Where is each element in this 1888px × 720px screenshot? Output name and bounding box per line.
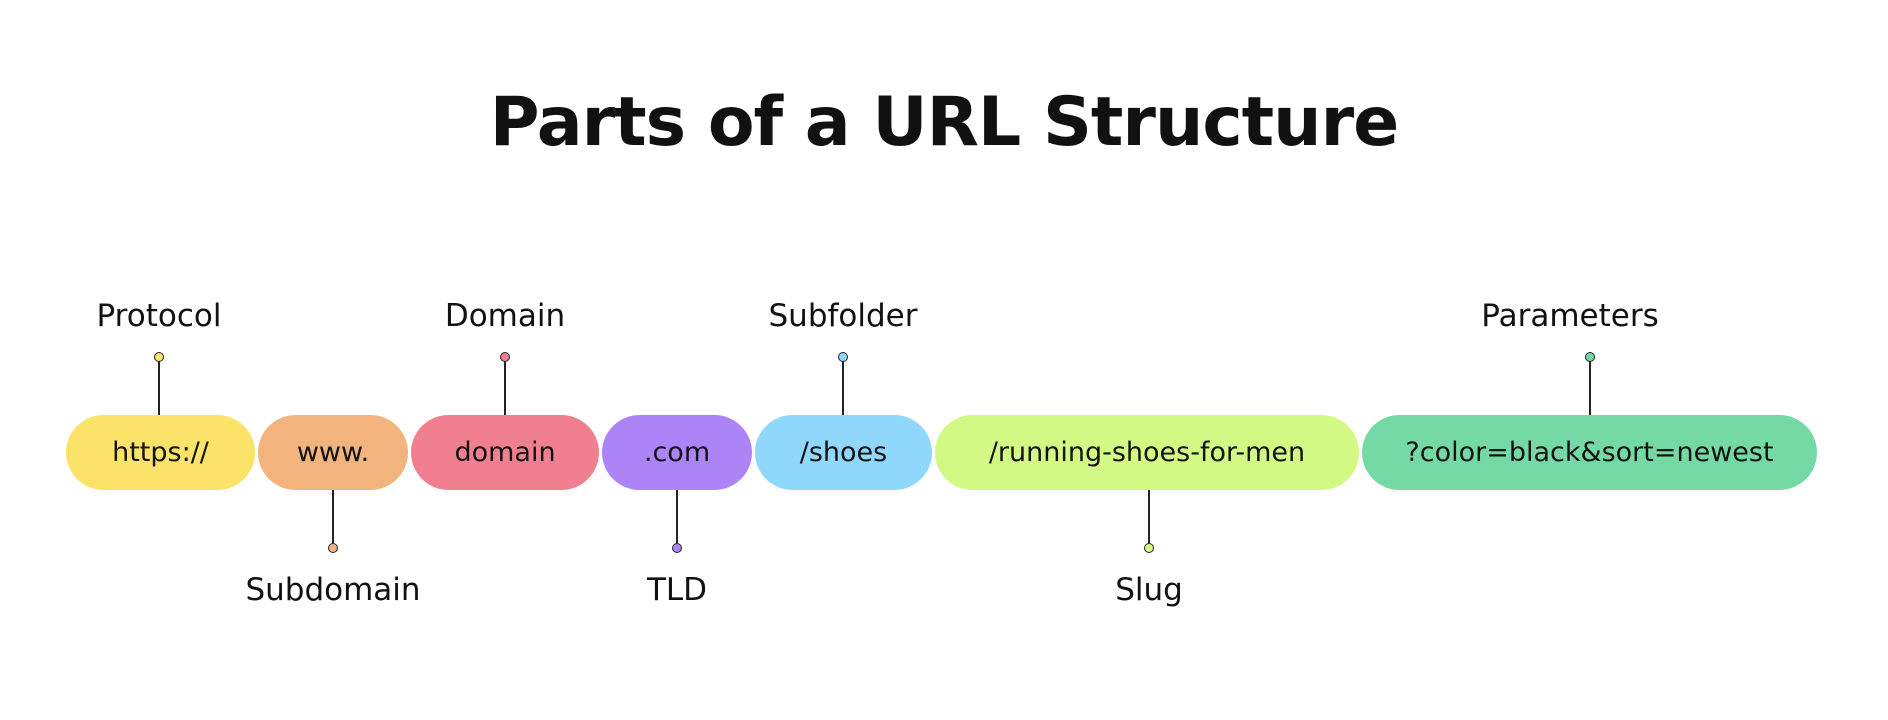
connector-domain [504,360,506,415]
label-slug: Slug [1115,572,1183,608]
marker-tld [672,543,682,553]
segment-subdomain: www. [258,415,408,490]
segment-domain-text: domain [454,437,556,468]
marker-parameters [1585,352,1595,362]
segment-slug: /running-shoes-for-men [935,415,1359,490]
connector-slug [1148,490,1150,543]
segment-parameters: ?color=black&sort=newest [1362,415,1817,490]
segment-subdomain-text: www. [296,437,370,468]
connector-subdomain [332,490,334,543]
connector-tld [676,490,678,543]
segment-tld-text: .com [643,437,711,468]
marker-subdomain [328,543,338,553]
diagram-title: Parts of a URL Structure [489,83,1400,162]
segment-domain: domain [411,415,599,490]
label-tld: TLD [646,572,708,608]
label-parameters: Parameters [1481,298,1659,334]
label-protocol: Protocol [96,298,222,334]
marker-domain [500,352,510,362]
segment-slug-text: /running-shoes-for-men [988,437,1306,468]
segment-tld: .com [602,415,752,490]
segment-parameters-text: ?color=black&sort=newest [1405,437,1774,468]
label-subdomain: Subdomain [245,572,421,608]
segment-protocol-text: https:// [112,437,209,468]
segment-subfolder: /shoes [755,415,932,490]
connector-protocol [158,360,160,415]
marker-protocol [154,352,164,362]
marker-subfolder [838,352,848,362]
marker-slug [1144,543,1154,553]
connector-subfolder [842,360,844,415]
label-domain: Domain [444,298,566,334]
segment-subfolder-text: /shoes [799,437,888,468]
segment-protocol: https:// [66,415,255,490]
label-subfolder: Subfolder [768,298,918,334]
connector-parameters [1589,360,1591,415]
